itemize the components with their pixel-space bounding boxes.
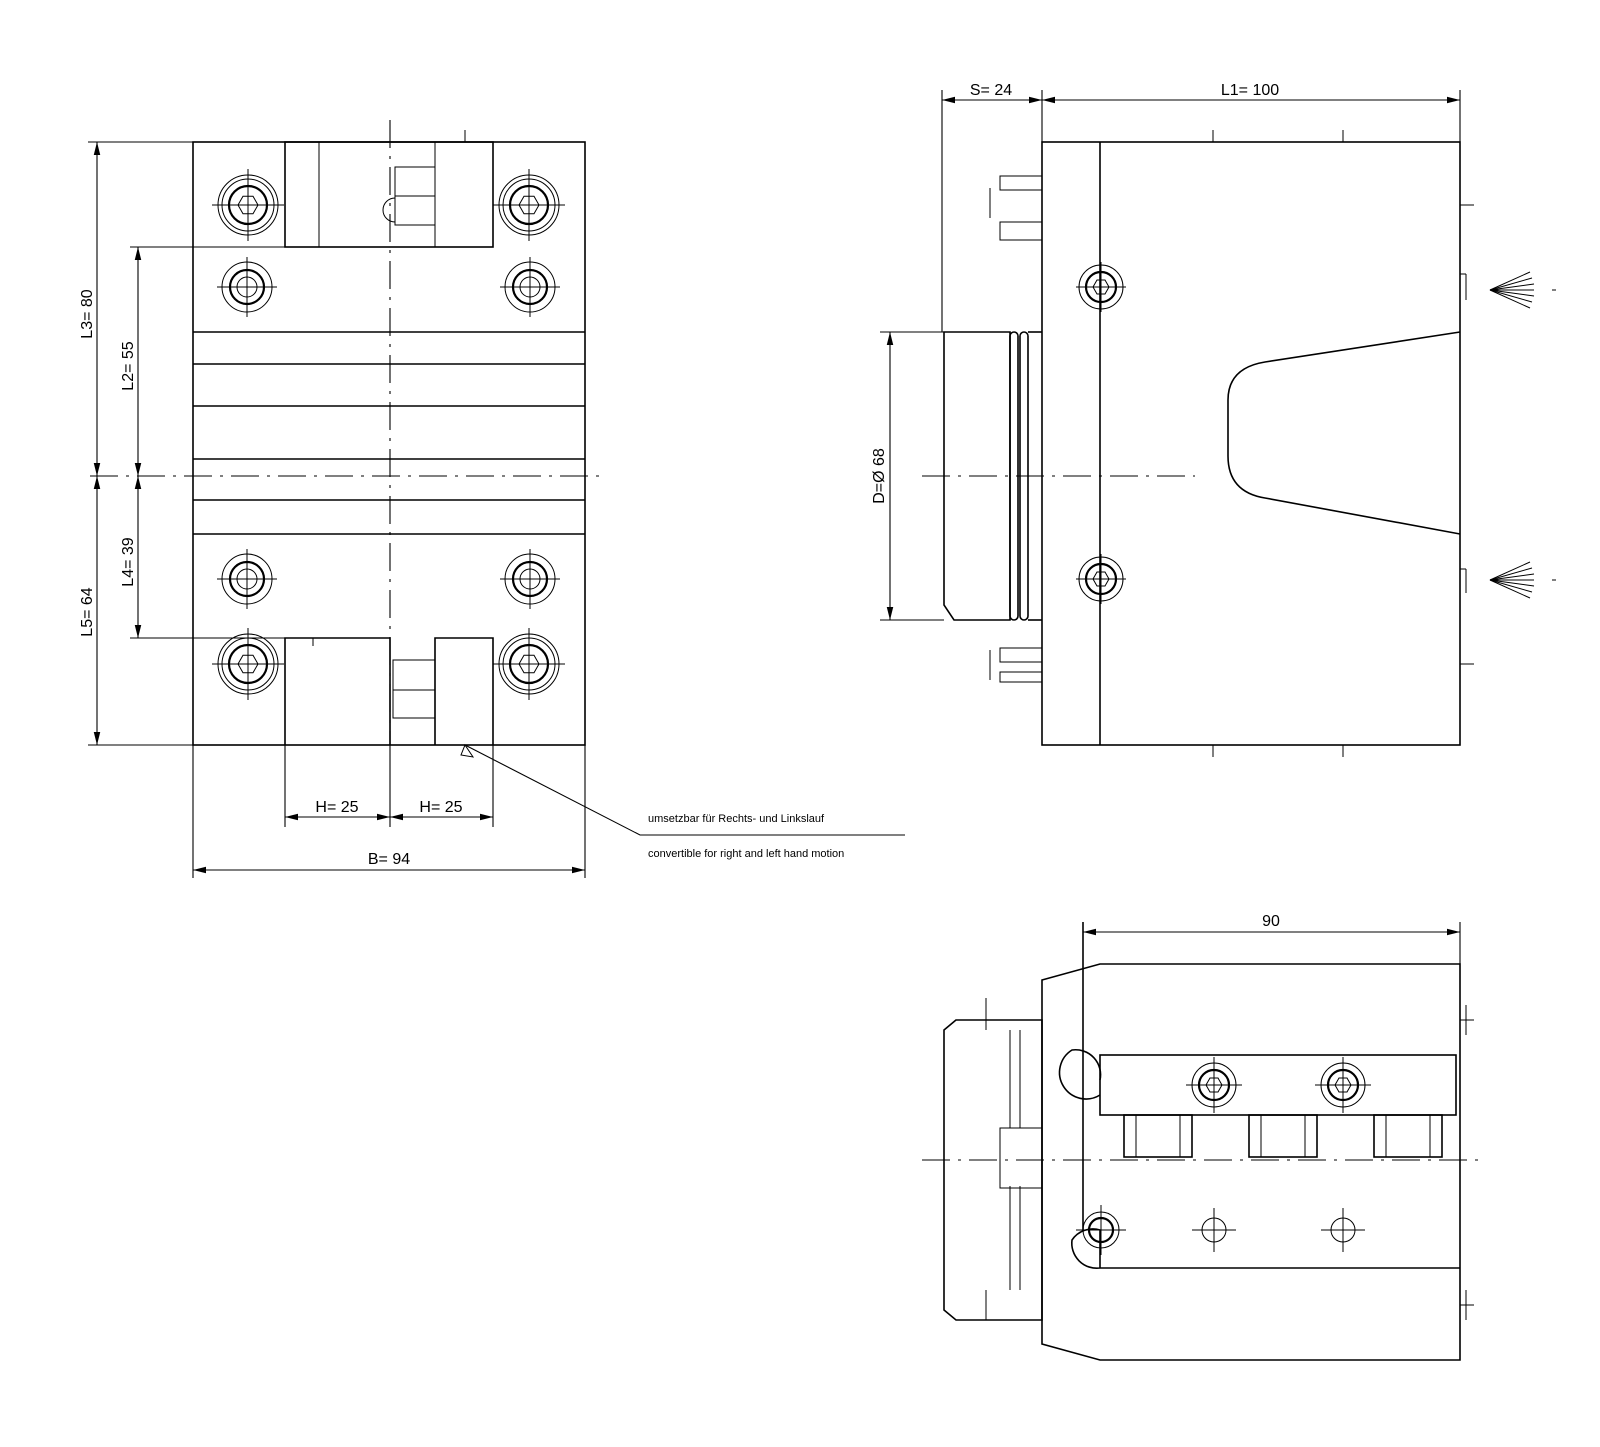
wedge-1 — [1123, 1114, 1193, 1158]
top-clamp — [284, 141, 494, 248]
side-view: S= 24 L1= 100 D=Ø 68 — [871, 82, 1556, 757]
screw-top-right — [493, 169, 565, 241]
side-body — [1041, 141, 1461, 746]
bottom-clamp — [434, 637, 494, 745]
top-view: 90 — [922, 913, 1486, 1361]
set-screw-3 — [217, 549, 277, 609]
wedge-2 — [1248, 1114, 1318, 1158]
coolant-spray-bottom — [1489, 561, 1556, 599]
front-body-outline — [192, 141, 586, 746]
top-view-body — [1041, 963, 1461, 1361]
clamp-screw-2 — [1315, 1057, 1371, 1113]
top-pin — [382, 197, 396, 223]
coolant-spray-top — [1489, 271, 1556, 309]
side-screw-top — [1076, 262, 1126, 312]
top-view-screw-lower — [1076, 1205, 1126, 1255]
bottom-slot-left — [284, 637, 391, 745]
note-leader — [464, 744, 905, 836]
set-screw-1 — [217, 257, 277, 317]
screw-bottom-right — [493, 628, 565, 700]
v-notch — [1227, 331, 1461, 535]
bottom-clamp-wedge — [392, 659, 436, 719]
dim-l5-label: L5= 64 — [79, 587, 96, 636]
side-screw-bottom — [1076, 554, 1126, 604]
dim-l4-label: L4= 39 — [120, 537, 137, 586]
dim-s-label: S= 24 — [970, 82, 1012, 99]
clamp-bar — [1099, 1054, 1457, 1116]
shaft — [943, 331, 1011, 621]
screw-top-left — [212, 169, 284, 241]
note-german: umsetzbar für Rechts- und Linkslauf — [648, 813, 825, 825]
hole-2 — [1321, 1208, 1365, 1252]
wedge-3 — [1373, 1114, 1443, 1158]
dim-b-label: B= 94 — [368, 851, 410, 868]
dim-d-label: D=Ø 68 — [871, 448, 888, 504]
set-screw-2 — [500, 257, 560, 317]
set-screw-4 — [500, 549, 560, 609]
front-view: L3= 80 L2= 55 L4= 39 L5= 64 H= 25 H= 25 … — [79, 120, 905, 878]
screw-bottom-left — [212, 628, 284, 700]
dim-l3-label: L3= 80 — [79, 289, 96, 338]
dim-l2-label: L2= 55 — [120, 341, 137, 390]
clamp-screw-1 — [1186, 1057, 1242, 1113]
hole-1 — [1192, 1208, 1236, 1252]
top-view-flange — [943, 1019, 1043, 1321]
dim-90-label: 90 — [1262, 913, 1280, 930]
dim-h-right-label: H= 25 — [419, 799, 462, 816]
note-english: convertible for right and left hand moti… — [648, 848, 844, 860]
dim-l1-label: L1= 100 — [1221, 82, 1279, 99]
dim-h-left-label: H= 25 — [315, 799, 358, 816]
